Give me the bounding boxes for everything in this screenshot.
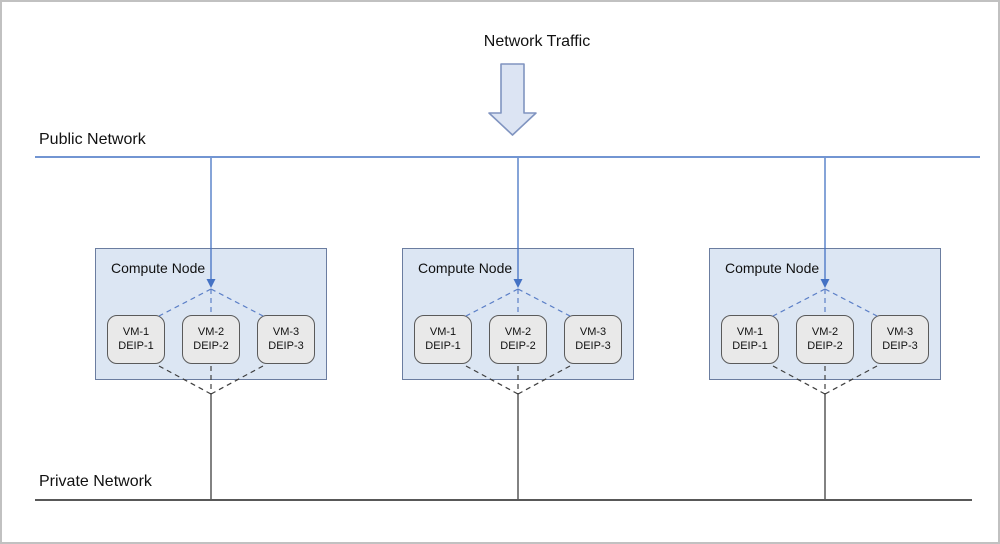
compute-node-title: Compute Node bbox=[418, 260, 513, 276]
vm-deip: DEIP-3 bbox=[268, 340, 304, 352]
vm-deip: DEIP-2 bbox=[807, 340, 843, 352]
compute-node-box: Compute Node VM-1 DEIP-1 VM-2 DEIP-2 VM-… bbox=[95, 248, 327, 380]
vm-card: VM-1 DEIP-1 bbox=[721, 315, 779, 364]
vm-name: VM-3 bbox=[272, 326, 300, 338]
vm-deip: DEIP-2 bbox=[193, 340, 229, 352]
vm-name: VM-2 bbox=[811, 326, 839, 338]
vm-card: VM-3 DEIP-3 bbox=[564, 315, 622, 364]
vm-deip: DEIP-3 bbox=[882, 340, 918, 352]
vm-deip: DEIP-2 bbox=[500, 340, 536, 352]
compute-node-box: Compute Node VM-1 DEIP-1 VM-2 DEIP-2 VM-… bbox=[709, 248, 941, 380]
down-arrow-icon bbox=[488, 63, 537, 136]
vm-name: VM-1 bbox=[429, 326, 457, 338]
vm-card: VM-1 DEIP-1 bbox=[107, 315, 165, 364]
network-traffic-label: Network Traffic bbox=[483, 33, 591, 50]
vm-card: VM-2 DEIP-2 bbox=[796, 315, 854, 364]
vm-deip: DEIP-1 bbox=[425, 340, 461, 352]
vm-name: VM-2 bbox=[504, 326, 532, 338]
vm-name: VM-1 bbox=[736, 326, 764, 338]
vm-name: VM-3 bbox=[579, 326, 607, 338]
vm-deip: DEIP-3 bbox=[575, 340, 611, 352]
compute-node-box: Compute Node VM-1 DEIP-1 VM-2 DEIP-2 VM-… bbox=[402, 248, 634, 380]
vm-card: VM-3 DEIP-3 bbox=[871, 315, 929, 364]
vm-deip: DEIP-1 bbox=[732, 340, 768, 352]
vm-card: VM-3 DEIP-3 bbox=[257, 315, 315, 364]
vm-name: VM-2 bbox=[197, 326, 225, 338]
vm-card: VM-2 DEIP-2 bbox=[182, 315, 240, 364]
vm-name: VM-1 bbox=[122, 326, 150, 338]
compute-node-title: Compute Node bbox=[111, 260, 206, 276]
vm-card: VM-1 DEIP-1 bbox=[414, 315, 472, 364]
public-network-label: Public Network bbox=[39, 131, 146, 148]
compute-node-title: Compute Node bbox=[725, 260, 820, 276]
private-network-label: Private Network bbox=[39, 473, 152, 490]
vm-card: VM-2 DEIP-2 bbox=[489, 315, 547, 364]
vm-name: VM-3 bbox=[886, 326, 914, 338]
vm-deip: DEIP-1 bbox=[118, 340, 154, 352]
